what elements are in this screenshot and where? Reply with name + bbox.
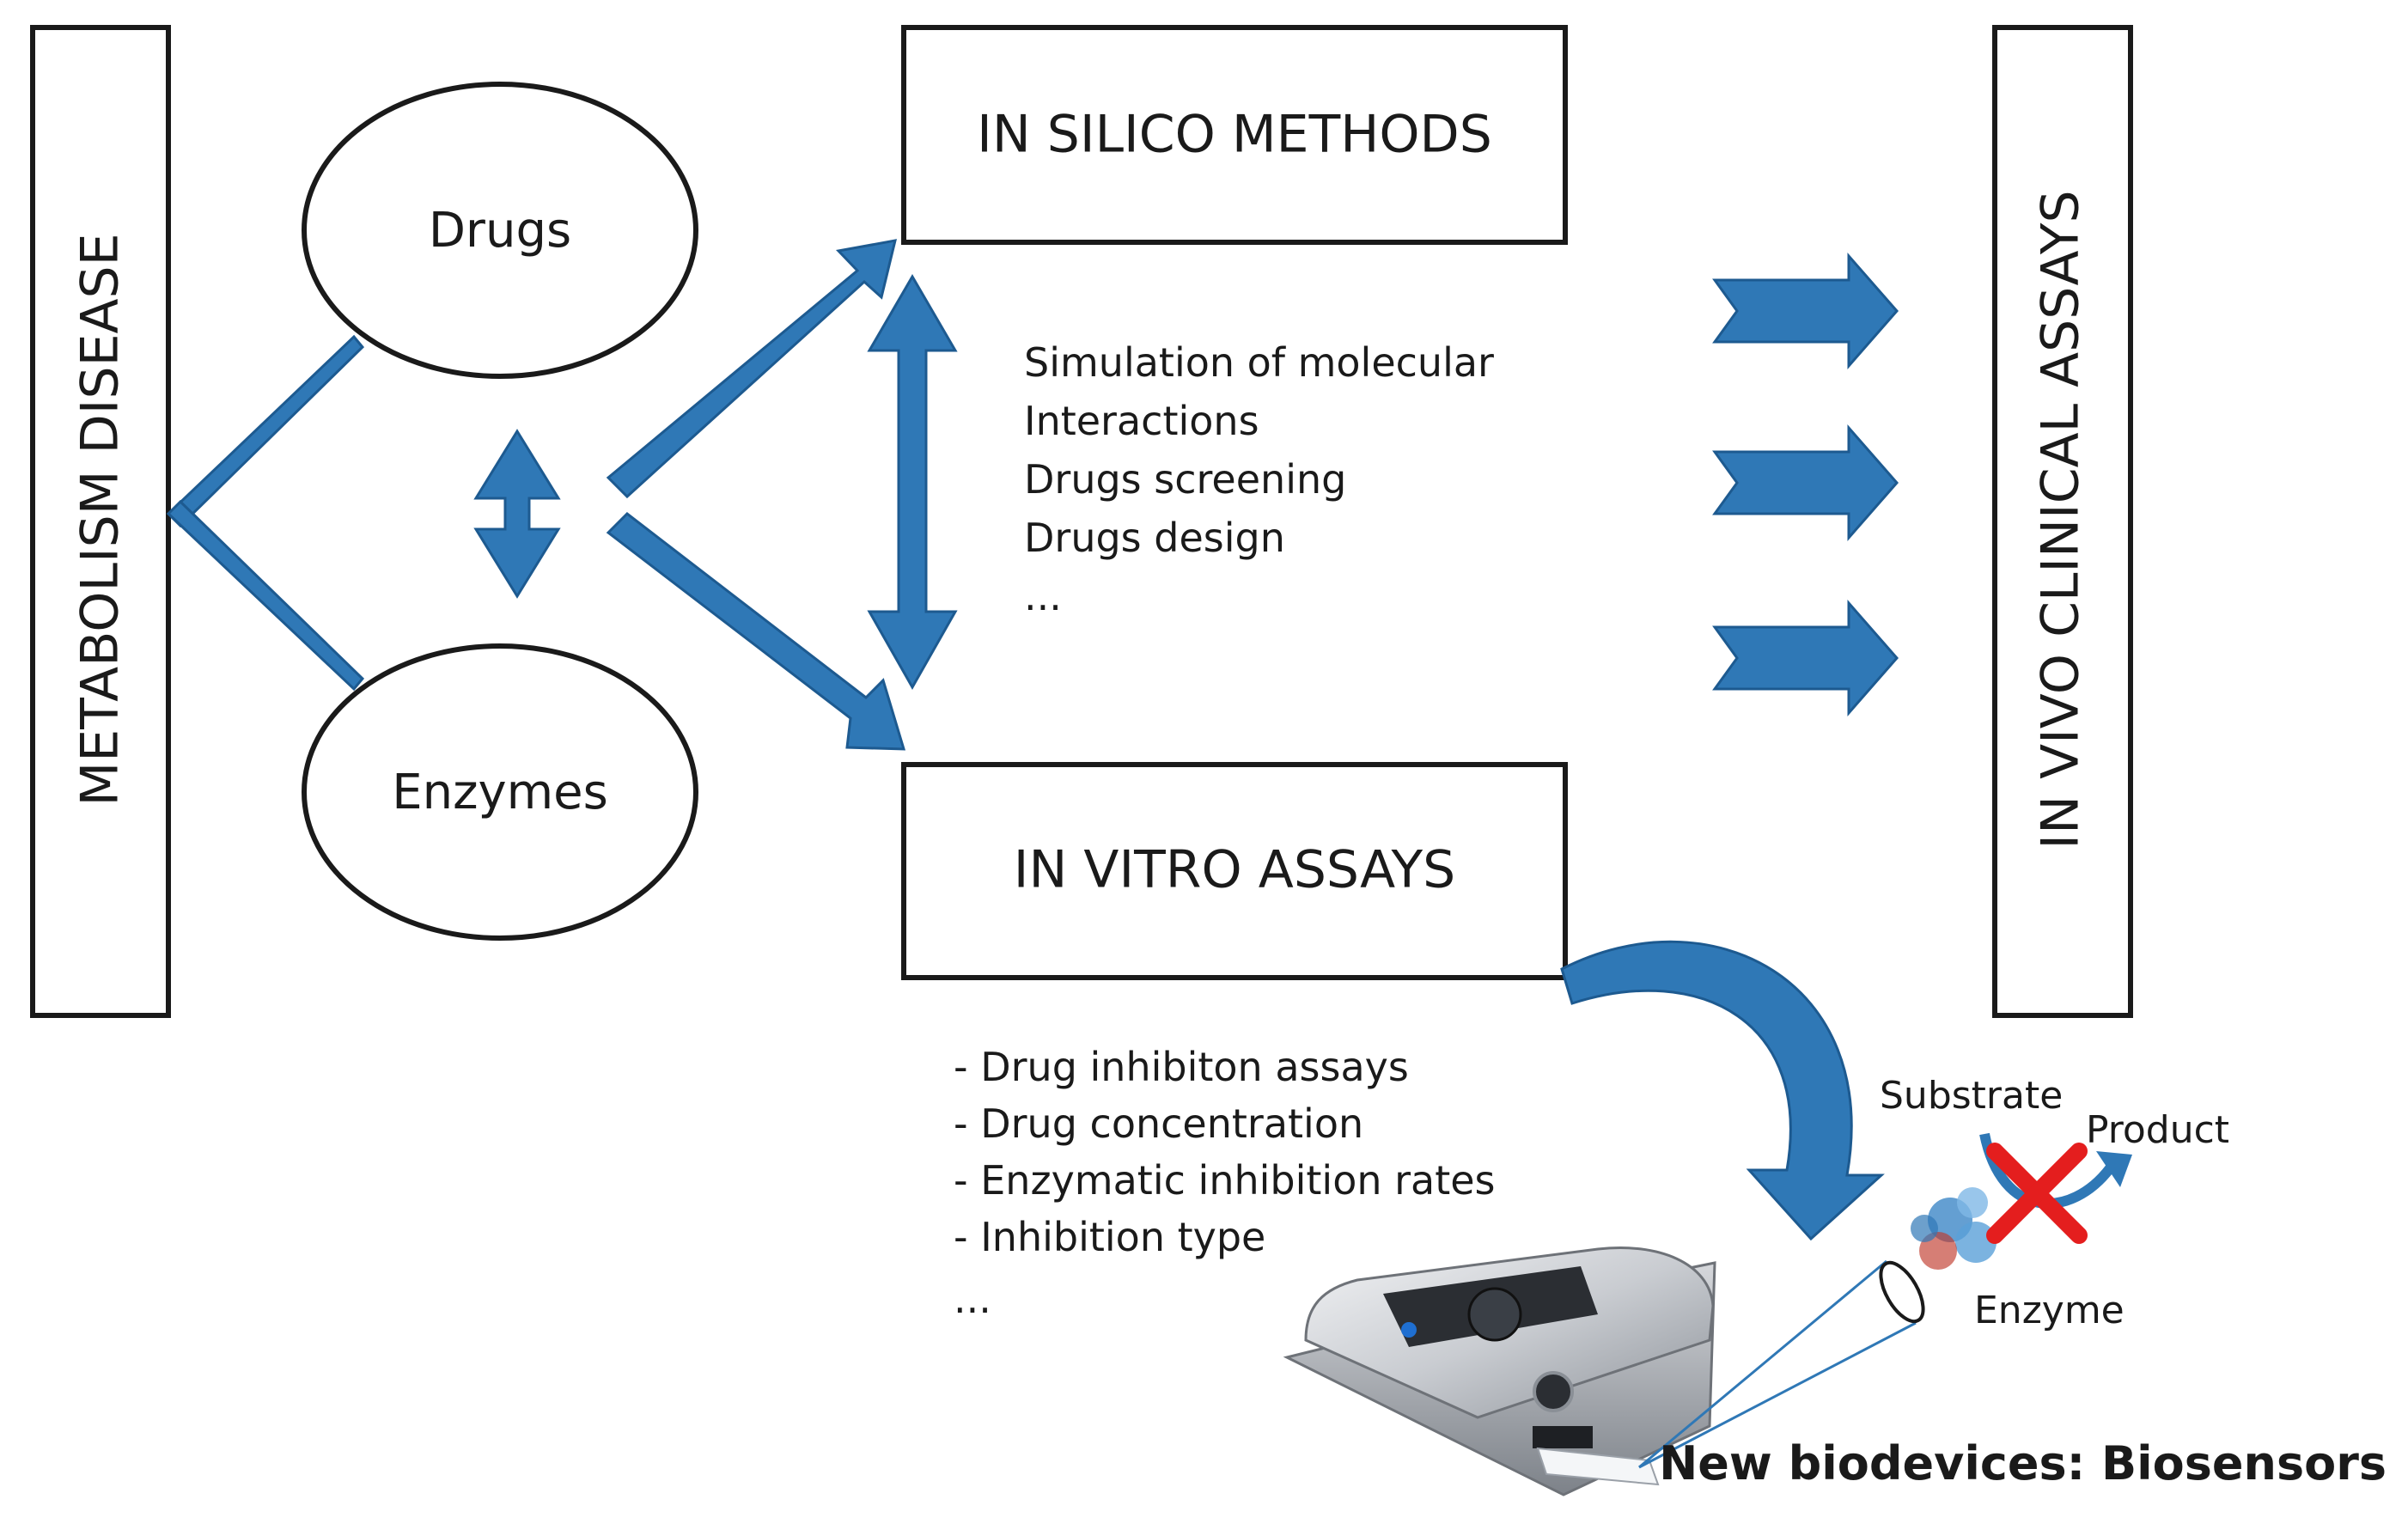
enzymes-label: Enzymes	[392, 765, 608, 820]
in-vitro-assays-box	[901, 762, 1568, 980]
magnifier-cone	[1638, 1259, 1925, 1469]
enzyme-label: Enzyme	[1974, 1289, 2125, 1332]
product-label: Product	[2086, 1108, 2229, 1152]
device-button-icon	[1467, 1287, 1522, 1342]
enzyme-molecule-icon	[1911, 1187, 1997, 1270]
silico-vitro-double-arrow	[867, 274, 958, 691]
substrate-label: Substrate	[1880, 1074, 2063, 1118]
in-silico-item: Simulation of molecular	[1024, 339, 1494, 386]
in-vitro-item: - Drug inhibiton assays	[954, 1044, 1409, 1090]
in-silico-item: Drugs screening	[1024, 456, 1346, 503]
metabolism-disease-label: METABOLISM DISEASE	[70, 233, 131, 806]
in-vitro-assays-label: IN VITRO ASSAYS	[1014, 840, 1455, 900]
in-silico-methods-label: IN SILICO METHODS	[977, 105, 1492, 165]
in-vitro-item: ...	[954, 1276, 991, 1322]
arrow-to-in-vivo-bottom	[1712, 600, 1899, 716]
new-biodevices-label: New biodevices: Biosensors	[1659, 1436, 2387, 1490]
device-connector-icon	[1533, 1371, 1574, 1412]
branch-to-enzymes	[166, 499, 365, 692]
in-vitro-item: - Drug concentration	[954, 1100, 1363, 1147]
curved-arrow-to-biosensor	[1560, 940, 1885, 1241]
in-vitro-item: - Enzymatic inhibition rates	[954, 1157, 1496, 1204]
in-silico-methods-box	[901, 25, 1568, 245]
in-vivo-clinical-assays-label: IN VIVO CLINICAL ASSAYS	[2031, 190, 2091, 849]
in-silico-methods-list: Simulation of molecular Interactions Dru…	[1024, 339, 1494, 619]
biosensor-device-illustration	[1283, 1246, 1716, 1496]
in-silico-item: Drugs design	[1024, 515, 1285, 561]
branch-to-drugs	[166, 334, 365, 528]
in-silico-item: Interactions	[1024, 398, 1259, 444]
arrow-to-in-vivo-top	[1712, 253, 1899, 369]
device-strip-slot	[1533, 1426, 1593, 1448]
drugs-enzymes-double-arrow	[473, 429, 561, 599]
test-strip	[1536, 1447, 1660, 1486]
drugs-node	[302, 82, 698, 379]
in-vitro-assays-list: - Drug inhibiton assays - Drug concentra…	[954, 1044, 1496, 1322]
enzymes-node	[302, 643, 698, 941]
in-vivo-clinical-assays-box	[1992, 25, 2133, 1018]
product-arrowhead-icon	[2096, 1151, 2132, 1187]
arrow-to-in-vitro	[606, 512, 906, 751]
arrow-to-in-vivo-middle	[1712, 424, 1899, 541]
arrow-to-in-silico	[606, 239, 898, 499]
device-status-led-icon	[1401, 1322, 1417, 1338]
drugs-label: Drugs	[429, 203, 571, 259]
in-vitro-item: - Inhibition type	[954, 1214, 1265, 1260]
metabolism-disease-box	[30, 25, 171, 1018]
enzyme-reaction-illustration: Substrate Product Enzyme	[1880, 1074, 2229, 1332]
inhibition-x-mark-icon	[1986, 1143, 2088, 1244]
in-silico-item: ...	[1024, 573, 1062, 619]
